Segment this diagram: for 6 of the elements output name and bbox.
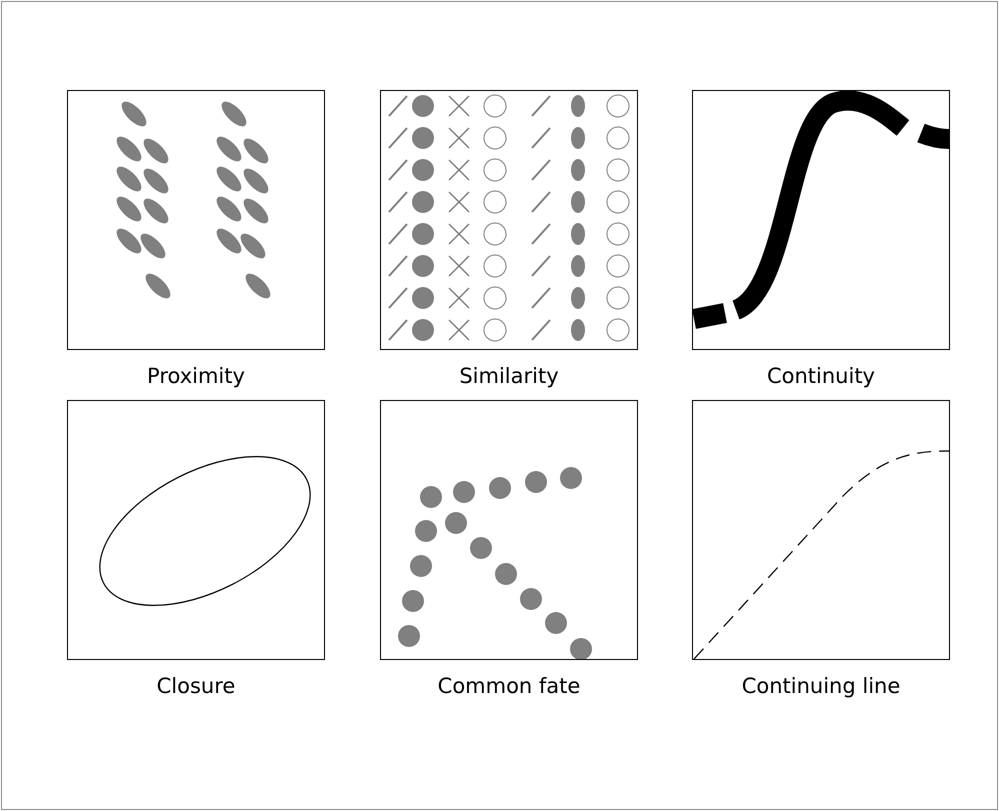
node-label: Similarity: [459, 364, 559, 388]
node-label: Proximity: [147, 364, 245, 388]
node-label: Closure: [156, 674, 236, 698]
node-label: Continuing line: [742, 674, 900, 698]
node-label: Common fate: [438, 674, 580, 698]
node-label: Continuity: [766, 364, 875, 388]
